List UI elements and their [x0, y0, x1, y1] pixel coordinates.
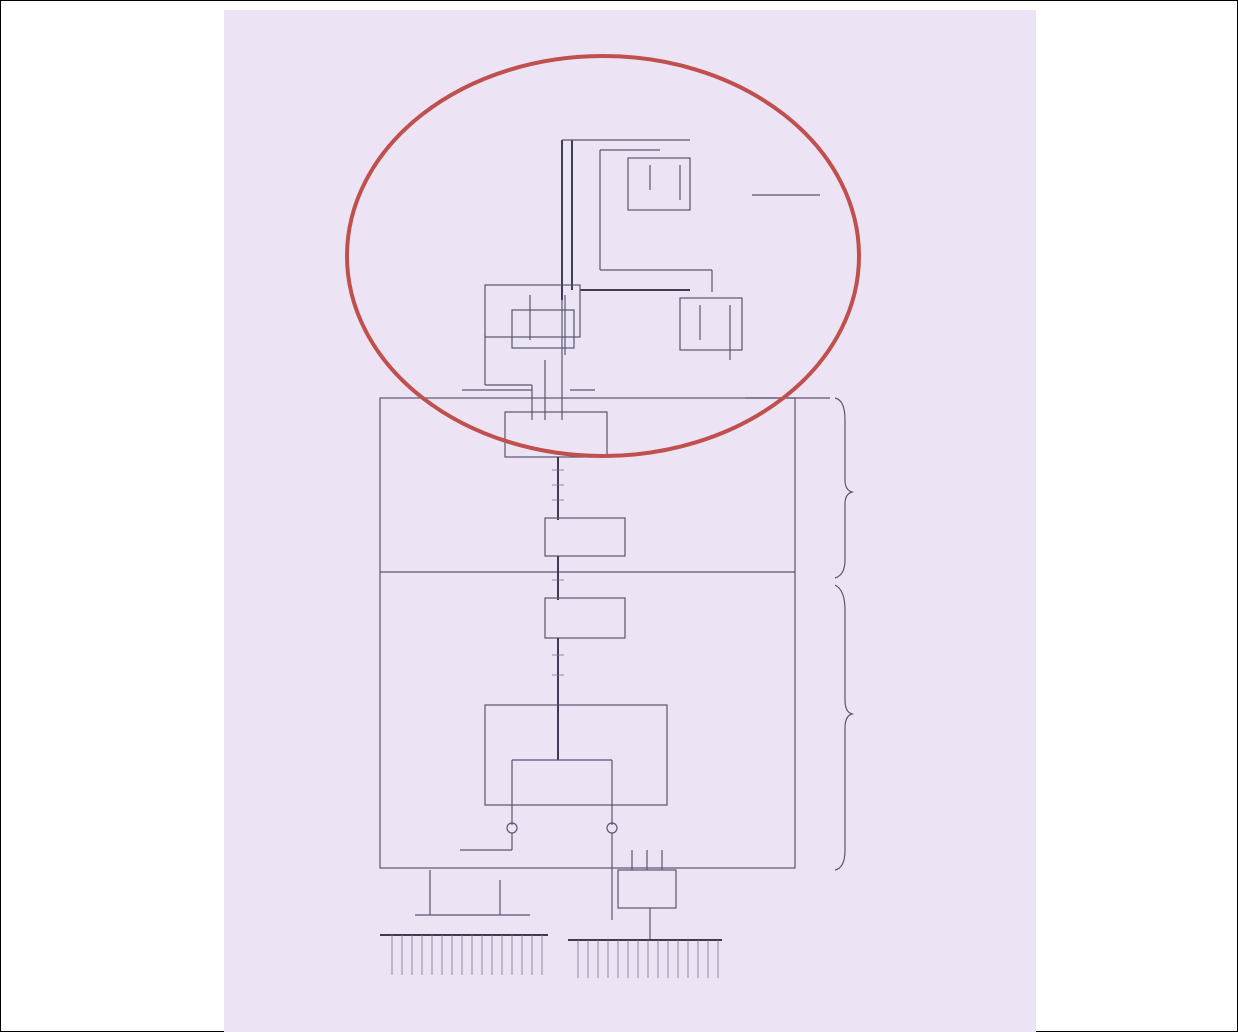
highlight-ellipse [345, 54, 861, 458]
main-trunk [460, 457, 668, 920]
distribution-boards [380, 850, 722, 941]
feeders-right [577, 940, 719, 978]
upper-panels [462, 139, 820, 420]
enclosure-boxes [379, 397, 855, 871]
scanned-page [224, 10, 1036, 1032]
feeders-left [391, 935, 543, 975]
